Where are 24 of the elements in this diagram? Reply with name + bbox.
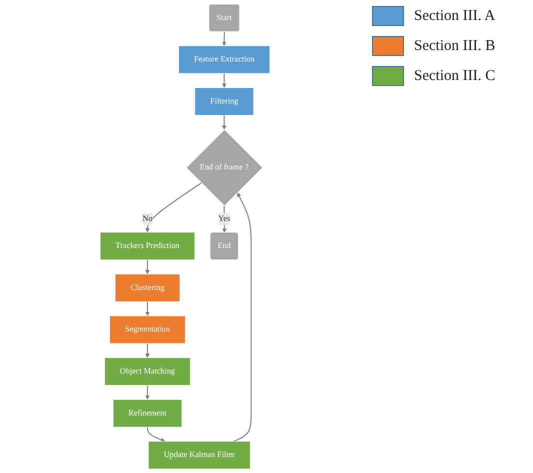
arrow [145,260,150,274]
arrow [222,32,226,46]
node-box: Feature Extraction [178,46,270,74]
node-box: Trackers Prediction [100,232,195,260]
arrow [146,427,166,442]
legend-label: Section III. C [414,68,496,84]
node-box: Segmentation [109,316,186,344]
arrow [222,115,226,130]
arrow [233,192,252,442]
arrow [145,343,150,358]
node-diamond: End of frame ? [186,129,263,206]
arrow [145,182,202,232]
node-box: Filtering [194,87,254,116]
arrow [222,73,226,88]
node-box: Update Kalman Filter [148,441,250,470]
legend-label: Section III. B [414,38,496,54]
node-box: Clustering [114,274,180,302]
node-box: Refinement [112,399,182,428]
arrow [145,302,150,316]
legend-label: Section III. A [414,8,496,24]
arrow [145,385,150,400]
node-box: Object Matching [104,358,191,386]
edge-label: No [142,214,152,224]
edge-label: Yes [218,214,230,224]
